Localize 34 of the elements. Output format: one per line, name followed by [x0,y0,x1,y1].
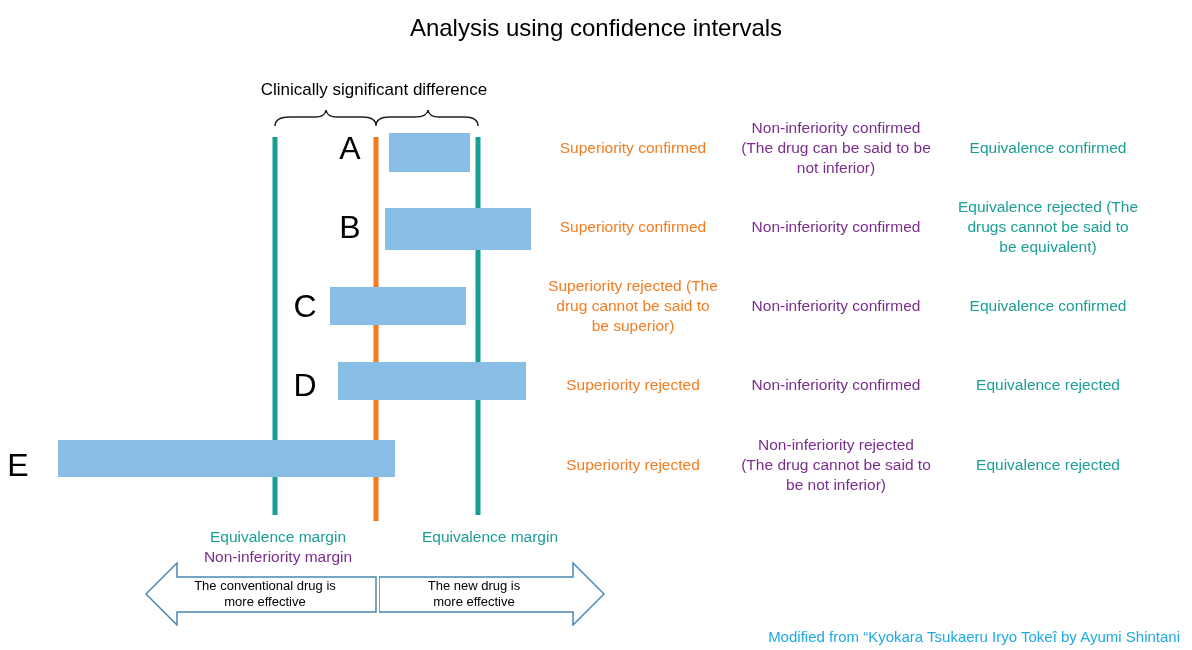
non-inferiority-result: Non-inferiority confirmed [750,296,922,316]
non-inferiority-result: Non-inferiority confirmed (The drug can be said to be not inferior) [741,118,931,178]
row-letter: E [6,447,30,483]
row-letter: D [292,367,318,403]
non-inferiority-result: Non-inferiority rejected (The drug cannot be said to be not inferior) [741,435,931,495]
arrow-text: The new drug is more effective [426,578,522,610]
equivalence-result: Equivalence rejected [975,455,1121,475]
non-inferiority-result: Non-inferiority confirmed [750,375,922,395]
superiority-result: Superiority rejected [565,375,701,395]
confidence-interval-bar [330,287,466,325]
confidence-interval-bar [338,362,526,400]
superiority-result: Superiority confirmed [558,138,708,158]
arrow-text: The conventional drug is more effective [193,578,337,610]
title: Analysis using confidence intervals [408,14,784,42]
non-inferiority-result: Non-inferiority confirmed [750,217,922,237]
credit-line: Modified from “Kyokara Tsukaeru Iryo Tokeî by Ayumi Shintani [767,627,1180,647]
confidence-interval-bar [385,208,531,250]
margin-label: Equivalence margin [208,527,348,547]
confidence-interval-bar [389,133,470,172]
equivalence-result: Equivalence rejected [975,375,1121,395]
superiority-result: Superiority confirmed [558,217,708,237]
row-letter: A [338,130,362,166]
equivalence-result: Equivalence confirmed [968,296,1128,316]
margin-label: Equivalence margin [420,527,560,547]
superiority-result: Superiority rejected (The drug cannot be said to be superior) [548,276,718,336]
superiority-result: Superiority rejected [565,455,701,475]
row-letter: B [338,209,362,245]
equivalence-result: Equivalence confirmed [968,138,1128,158]
margin-label: Non-inferiority margin [202,547,354,567]
row-letter: C [292,288,318,324]
brace-label: Clinically significant difference [259,80,489,100]
direction-arrow-box [379,562,605,626]
equivalence-result: Equivalence rejected (The drugs cannot be said to be equivalent) [957,197,1139,257]
confidence-interval-bar [58,440,395,477]
